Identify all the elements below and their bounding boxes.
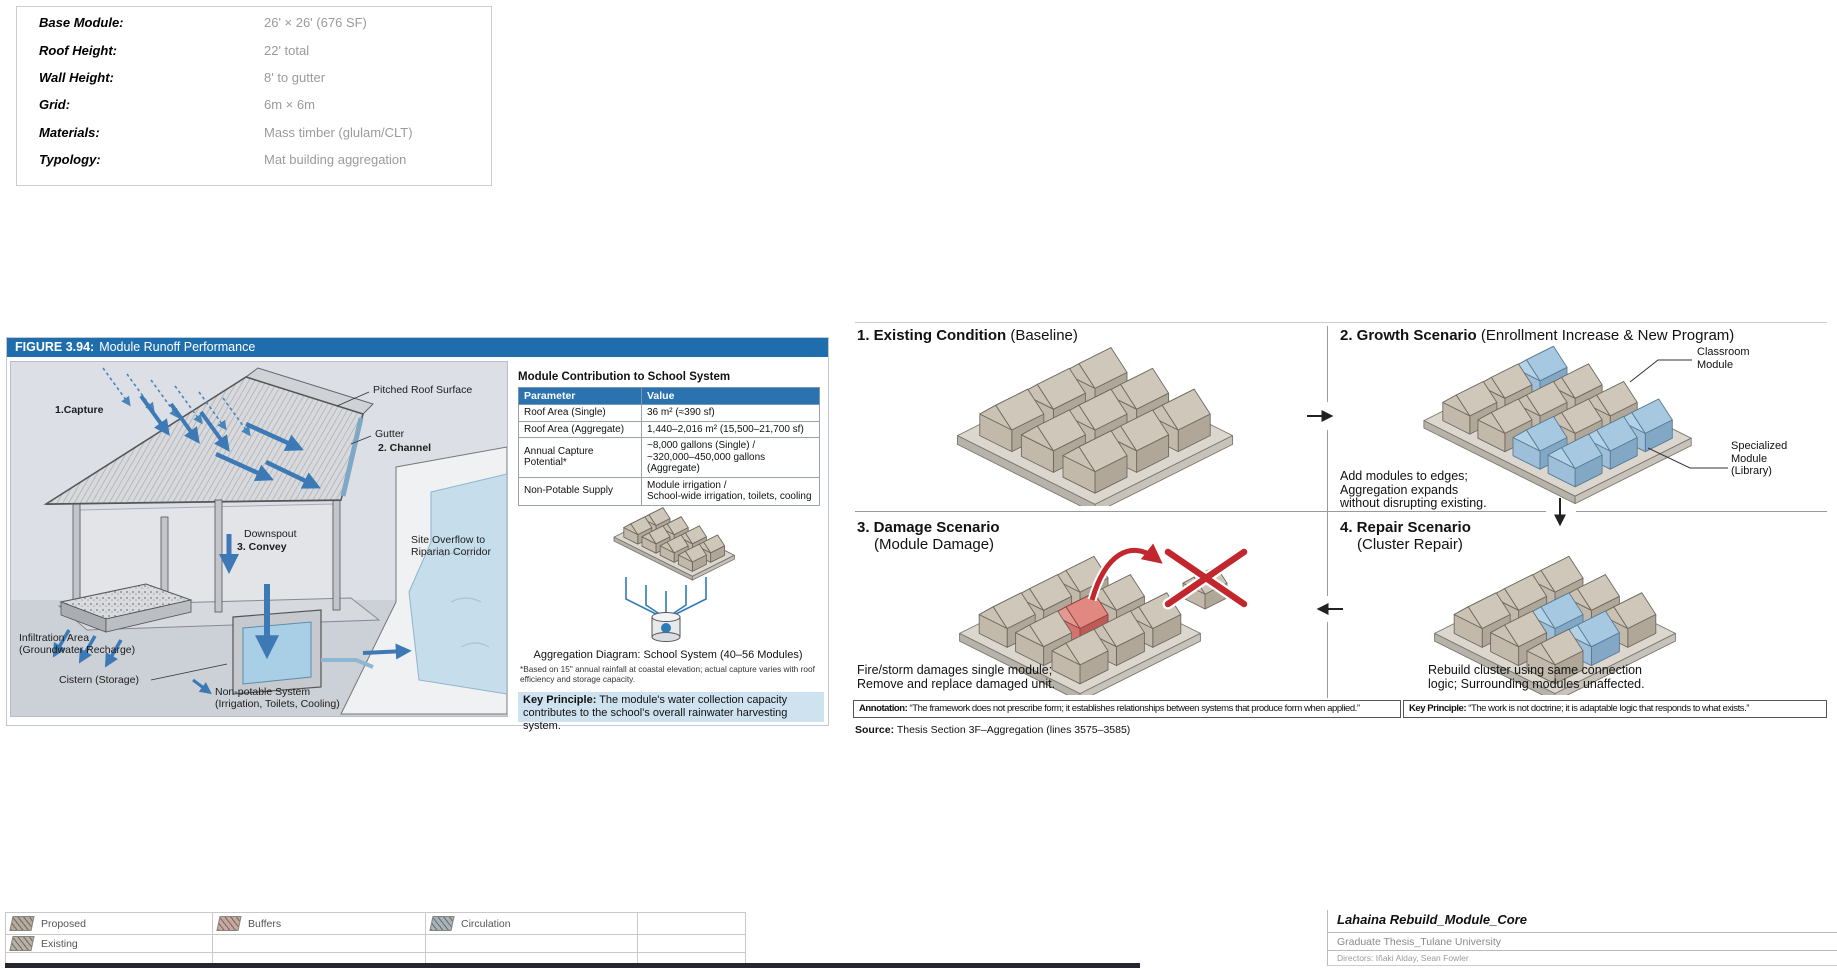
spec-row-label: Typology: — [39, 152, 101, 167]
panel1-title: 1. Existing Condition (Baseline) — [857, 327, 1078, 344]
table-footnote: *Based on 15" annual rainfall at coastal… — [520, 664, 815, 684]
legend-cell-empty — [638, 935, 746, 953]
figure-3-94-panel: FIGURE 3.94: Module Runoff Performance — [6, 337, 829, 732]
panel-divider — [1327, 326, 1328, 402]
label-downspout: Downspout — [244, 528, 297, 540]
capture-arrows-icon — [139, 394, 230, 452]
legend-item-existing: Existing — [6, 935, 213, 953]
figure-number: FIGURE 3.94: — [15, 340, 95, 354]
project-subtitle: Graduate Thesis_Tulane University — [1337, 936, 1501, 948]
label-gutter: Gutter — [375, 428, 405, 440]
spec-row-value: 6m × 6m — [264, 97, 315, 112]
panel-divider — [1576, 511, 1827, 512]
panel3-title: 3. Damage Scenario(Module Damage) — [857, 519, 1000, 553]
figure-title: Module Runoff Performance — [99, 340, 256, 354]
key-principle-box: Key Principle: The module's water collec… — [518, 692, 824, 732]
collection-pipes-icon — [625, 577, 707, 618]
classroom-module-label: Classroom Module — [1697, 346, 1750, 371]
module-cluster-existing — [956, 347, 1234, 506]
legend-item-circulation: Circulation — [426, 913, 638, 935]
label-capture: 1.Capture — [55, 404, 104, 416]
module-contribution-table: Parameter Value Roof Area (Single)36 m² … — [518, 387, 820, 506]
label-channel: 2. Channel — [378, 442, 432, 454]
aggregation-caption: Aggregation Diagram: School System (40–5… — [533, 649, 803, 661]
legend-item-buffers: Buffers — [213, 913, 426, 935]
spec-row-value: 22' total — [264, 43, 310, 58]
project-title: Lahaina Rebuild_Module_Core — [1337, 912, 1527, 927]
table-row: Roof Area (Aggregate)1,440–2,016 m² (15,… — [518, 420, 820, 438]
panel4-caption: Rebuild cluster using same connection lo… — [1428, 663, 1645, 691]
project-directors: Directors: Iñaki Alday, Sean Fowler — [1337, 953, 1469, 963]
label-non-potable: Non-potable System (Irrigation, Toilets,… — [215, 686, 340, 710]
aggregation-diagram — [613, 507, 735, 642]
panel3-caption: Fire/storm damages single module; Remove… — [857, 663, 1056, 691]
spec-row-label: Base Module: — [39, 15, 124, 30]
module-cluster-growth — [1423, 345, 1692, 505]
annotation-strip: Annotation: “The framework does not pres… — [853, 700, 1401, 718]
legend-item-proposed: Proposed — [6, 913, 213, 935]
key-principle-strip: Key Principle: “The work is not doctrine… — [1403, 700, 1827, 718]
roof-runoff-arrows-icon — [215, 421, 321, 489]
label-convey: 3. Convey — [237, 541, 287, 553]
panel-divider — [855, 511, 1546, 512]
spec-row-label: Wall Height: — [39, 70, 114, 85]
module-cluster-repair — [1434, 555, 1676, 695]
panel4-title: 4. Repair Scenario(Cluster Repair) — [1340, 519, 1471, 553]
hatch-swatch-icon — [9, 936, 35, 951]
col-value: Value — [641, 387, 820, 405]
titleblock-divider — [1327, 910, 1328, 966]
spec-row-label: Grid: — [39, 97, 71, 112]
runoff-scene — [11, 367, 507, 716]
legend-cell-empty — [426, 935, 638, 953]
spec-panel: Base Module: 26' × 26' (676 SF) Roof Hei… — [16, 6, 492, 186]
hatch-swatch-icon — [216, 916, 242, 931]
label-pitched-roof: Pitched Roof Surface — [373, 384, 473, 396]
hatch-swatch-icon — [9, 916, 35, 931]
titleblock-rule — [1327, 932, 1837, 933]
legend-cell-empty — [213, 935, 426, 953]
legend-table: Proposed Buffers Circulation Existing — [5, 912, 746, 966]
spec-row-value: 8' to gutter — [264, 70, 326, 85]
spec-row-label: Materials: — [39, 125, 100, 140]
infiltration-arrows-icon — [52, 629, 123, 668]
cistern-icon — [651, 612, 681, 642]
label-cistern: Cistern (Storage) — [59, 674, 139, 686]
figure-header: FIGURE 3.94: Module Runoff Performance — [7, 338, 828, 357]
label-infiltration: Infiltration Area (Groundwater Recharge) — [19, 632, 136, 656]
col-parameter: Parameter — [518, 387, 642, 405]
label-site-overflow: Site Overflow to Riparian Corridor — [411, 534, 491, 558]
spec-row-value: 26' × 26' (676 SF) — [264, 15, 367, 30]
runoff-diagram: 1.Capture Pitched Roof Surface Gutter 2.… — [10, 361, 508, 717]
hatch-swatch-icon — [429, 916, 455, 931]
table-row: Annual Capture Potential*~8,000 gallons … — [518, 437, 820, 478]
source-line: Source: Thesis Section 3F–Aggregation (l… — [855, 724, 1131, 736]
titleblock-rule — [1327, 950, 1837, 951]
spec-row-value: Mass timber (glulam/CLT) — [264, 125, 413, 140]
table-row: Roof Area (Single)36 m² (≈390 sf) — [518, 404, 820, 422]
bottom-bar — [5, 963, 1140, 968]
panel2-title: 2. Growth Scenario (Enrollment Increase … — [1340, 327, 1735, 344]
contribution-table-title: Module Contribution to School System — [518, 371, 731, 383]
panel2-caption: Add modules to edges; Aggregation expand… — [1340, 469, 1487, 510]
legend-cell-empty — [638, 913, 746, 935]
spec-row-value: Mat building aggregation — [264, 152, 407, 167]
spec-row-label: Roof Height: — [39, 43, 117, 58]
panel-divider — [1327, 622, 1328, 698]
titleblock-rule — [1327, 965, 1837, 966]
specialized-module-label: Specialized Module (Library) — [1731, 440, 1788, 477]
grid-top-border — [855, 322, 1827, 323]
panel-divider — [1327, 430, 1328, 596]
